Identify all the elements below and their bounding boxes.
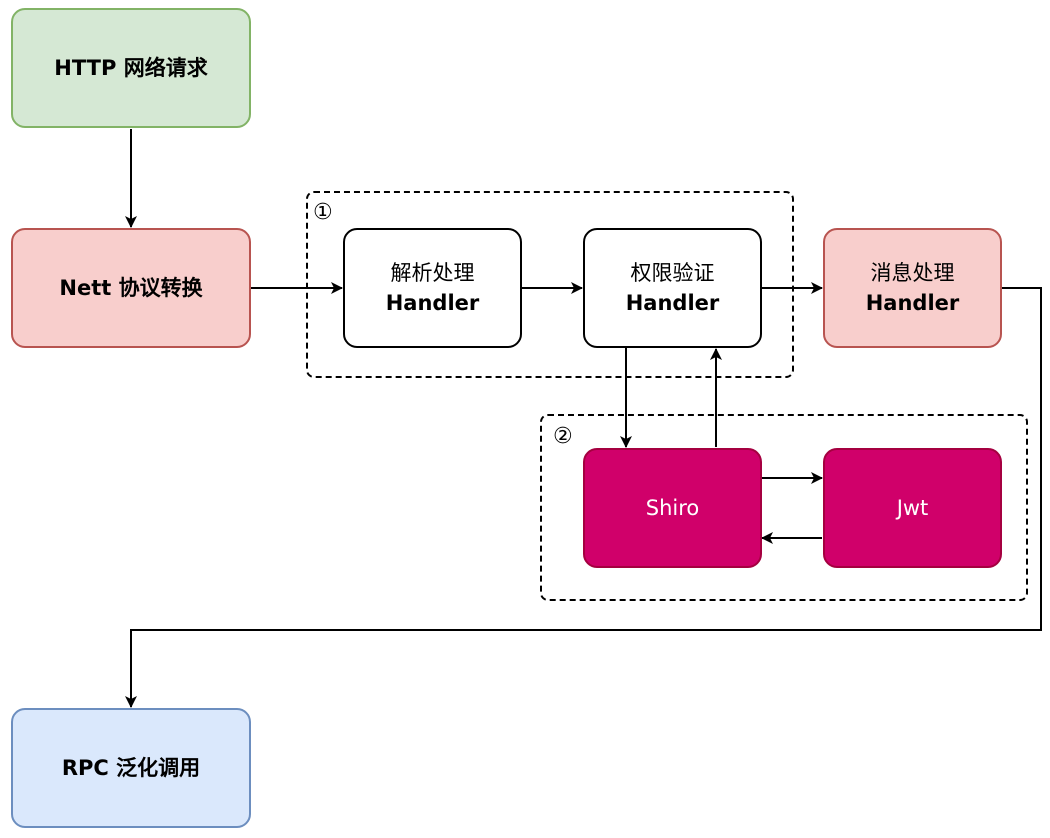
message-handler-subtitle: Handler <box>865 291 960 315</box>
message-handler-title: 消息处理 <box>870 261 955 285</box>
http-request-label: HTTP 网络请求 <box>54 56 208 80</box>
rpc-call-node: RPC 泛化调用 <box>11 708 251 828</box>
rpc-call-label: RPC 泛化调用 <box>61 756 201 780</box>
auth-handler-title: 权限验证 <box>630 261 715 285</box>
handler-pipeline-group <box>306 191 794 378</box>
group-2-marker: ② <box>553 424 573 449</box>
auth-handler-subtitle: Handler <box>625 291 720 315</box>
shiro-label: Shiro <box>645 496 700 520</box>
http-request-node: HTTP 网络请求 <box>11 8 251 128</box>
netty-convert-node: Nett 协议转换 <box>11 228 251 348</box>
group-1-marker: ① <box>313 200 333 225</box>
netty-convert-label: Nett 协议转换 <box>59 276 203 300</box>
parse-handler-title: 解析处理 <box>390 261 475 285</box>
message-handler-node: 消息处理 Handler <box>823 228 1002 348</box>
parse-handler-subtitle: Handler <box>385 291 480 315</box>
jwt-label: Jwt <box>896 496 929 520</box>
shiro-node: Shiro <box>583 448 762 568</box>
edge-message-to-rpc <box>125 287 1042 708</box>
jwt-node: Jwt <box>823 448 1002 568</box>
auth-handler-node: 权限验证 Handler <box>583 228 762 348</box>
auth-backend-group <box>540 414 1028 601</box>
parse-handler-node: 解析处理 Handler <box>343 228 522 348</box>
